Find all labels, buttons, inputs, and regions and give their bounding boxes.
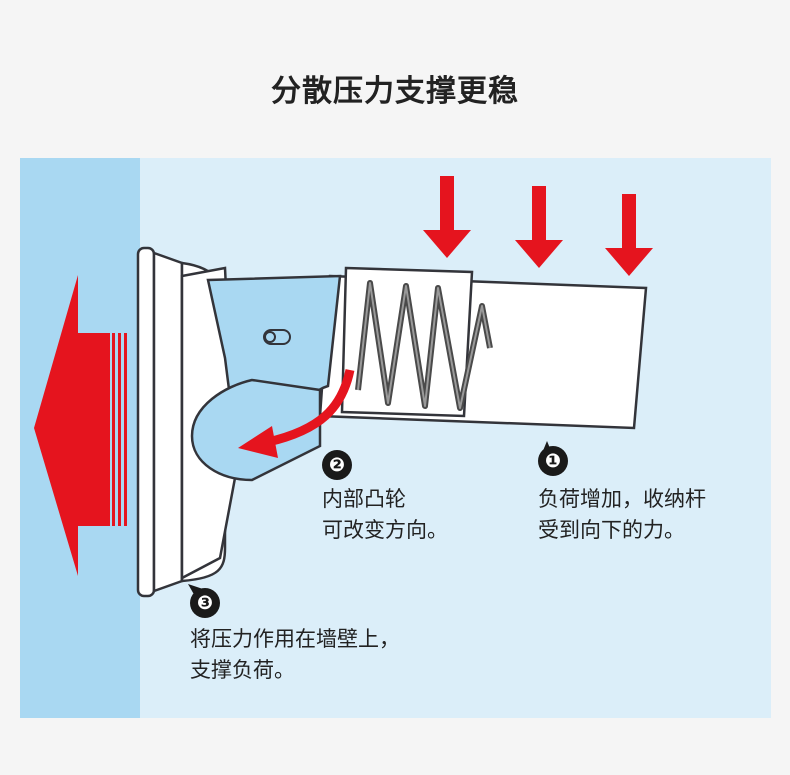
step-1-line-2: 受到向下的力。	[538, 518, 685, 542]
down-arrow-icon	[423, 176, 471, 258]
left-arrow-icon	[34, 275, 127, 576]
step-2-line-2: 可改变方向。	[322, 518, 448, 542]
curved-arrow-icon	[238, 369, 355, 458]
step-1-line-1: 负荷增加，收纳杆	[538, 487, 706, 511]
down-arrow-icon	[605, 194, 653, 276]
step-3-text: 将压力作用在墙壁上， 支撑负荷。	[190, 624, 400, 686]
step-2-line-1: 内部凸轮	[322, 487, 406, 511]
page-title: 分散压力支撑更稳	[271, 74, 519, 109]
step-3-badge: ❸	[190, 588, 220, 618]
down-arrow-icon	[515, 186, 563, 268]
step-2-text: 内部凸轮 可改变方向。	[322, 484, 448, 546]
diagram-panel: ❶ 负荷增加，收纳杆 受到向下的力。 ❷ 内部凸轮 可改变方向。 ❸ 将压力作用…	[20, 158, 771, 718]
spring-icon	[355, 280, 493, 411]
cam	[190, 378, 322, 482]
step-3-line-1: 将压力作用在墙壁上，	[190, 627, 400, 651]
step-1-text: 负荷增加，收纳杆 受到向下的力。	[538, 484, 706, 546]
mechanism-illustration	[34, 176, 653, 598]
step-1-badge: ❶	[538, 446, 568, 476]
step-2-badge: ❷	[322, 450, 352, 480]
step-3-line-2: 支撑负荷。	[190, 658, 295, 682]
